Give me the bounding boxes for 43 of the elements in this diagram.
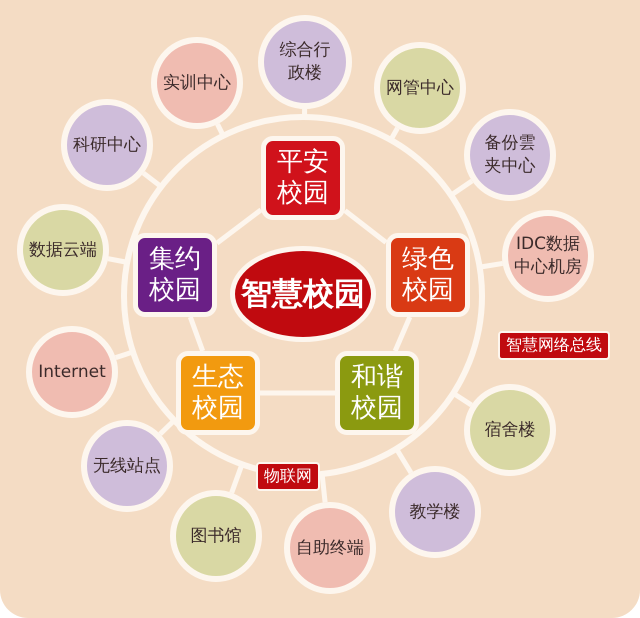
node-text: 综合行政楼 xyxy=(280,39,330,85)
node-text: 科研中心 xyxy=(73,134,141,156)
connector-line xyxy=(215,123,226,136)
rounded-box xyxy=(335,351,419,435)
connector-line xyxy=(142,171,162,188)
connector-line xyxy=(392,316,412,352)
rounded-box xyxy=(386,233,470,317)
node-text: 和谐校园 xyxy=(350,362,404,424)
node-text: 自助终端 xyxy=(296,536,364,560)
connector-line xyxy=(480,260,503,270)
connector-line xyxy=(216,208,262,246)
tag-label: 智慧网络总线 xyxy=(498,330,610,360)
connector-line xyxy=(389,126,400,140)
connector-line xyxy=(320,474,328,503)
tag-label: 物联网 xyxy=(256,462,320,490)
rounded-box xyxy=(176,351,260,435)
connector-line xyxy=(108,256,127,265)
rounded-box xyxy=(261,136,345,220)
node-text: IDC数据中心机房 xyxy=(512,233,583,279)
node-text: 集约校园 xyxy=(148,244,202,306)
node-text: 数据云端 xyxy=(29,238,97,262)
node-text: 网管中心 xyxy=(386,76,454,100)
node-text: Internet xyxy=(38,360,106,384)
node-text: 智慧校园 xyxy=(241,275,365,314)
connector-line xyxy=(450,178,474,197)
node-text: 教学楼 xyxy=(410,500,460,524)
connector-line xyxy=(452,392,473,408)
node-text: 图书馆 xyxy=(190,524,242,548)
node-text: 备份雲夹中心 xyxy=(484,132,536,178)
connector-line xyxy=(114,350,133,360)
node-text: 实训中心 xyxy=(163,72,231,94)
connector-line xyxy=(343,208,388,244)
connector-line xyxy=(188,316,206,352)
connector-line xyxy=(260,390,335,396)
connector-line xyxy=(158,419,176,436)
rounded-box xyxy=(133,233,217,317)
node-text: 绿色校园 xyxy=(401,244,455,306)
node-text: 生态校园 xyxy=(191,362,245,424)
connector-line xyxy=(229,464,244,494)
node-text: 无线站点 xyxy=(93,454,161,478)
node-text: 宿舍楼 xyxy=(484,418,536,442)
connector-line xyxy=(394,448,414,474)
node-text: 平安校园 xyxy=(276,147,330,209)
